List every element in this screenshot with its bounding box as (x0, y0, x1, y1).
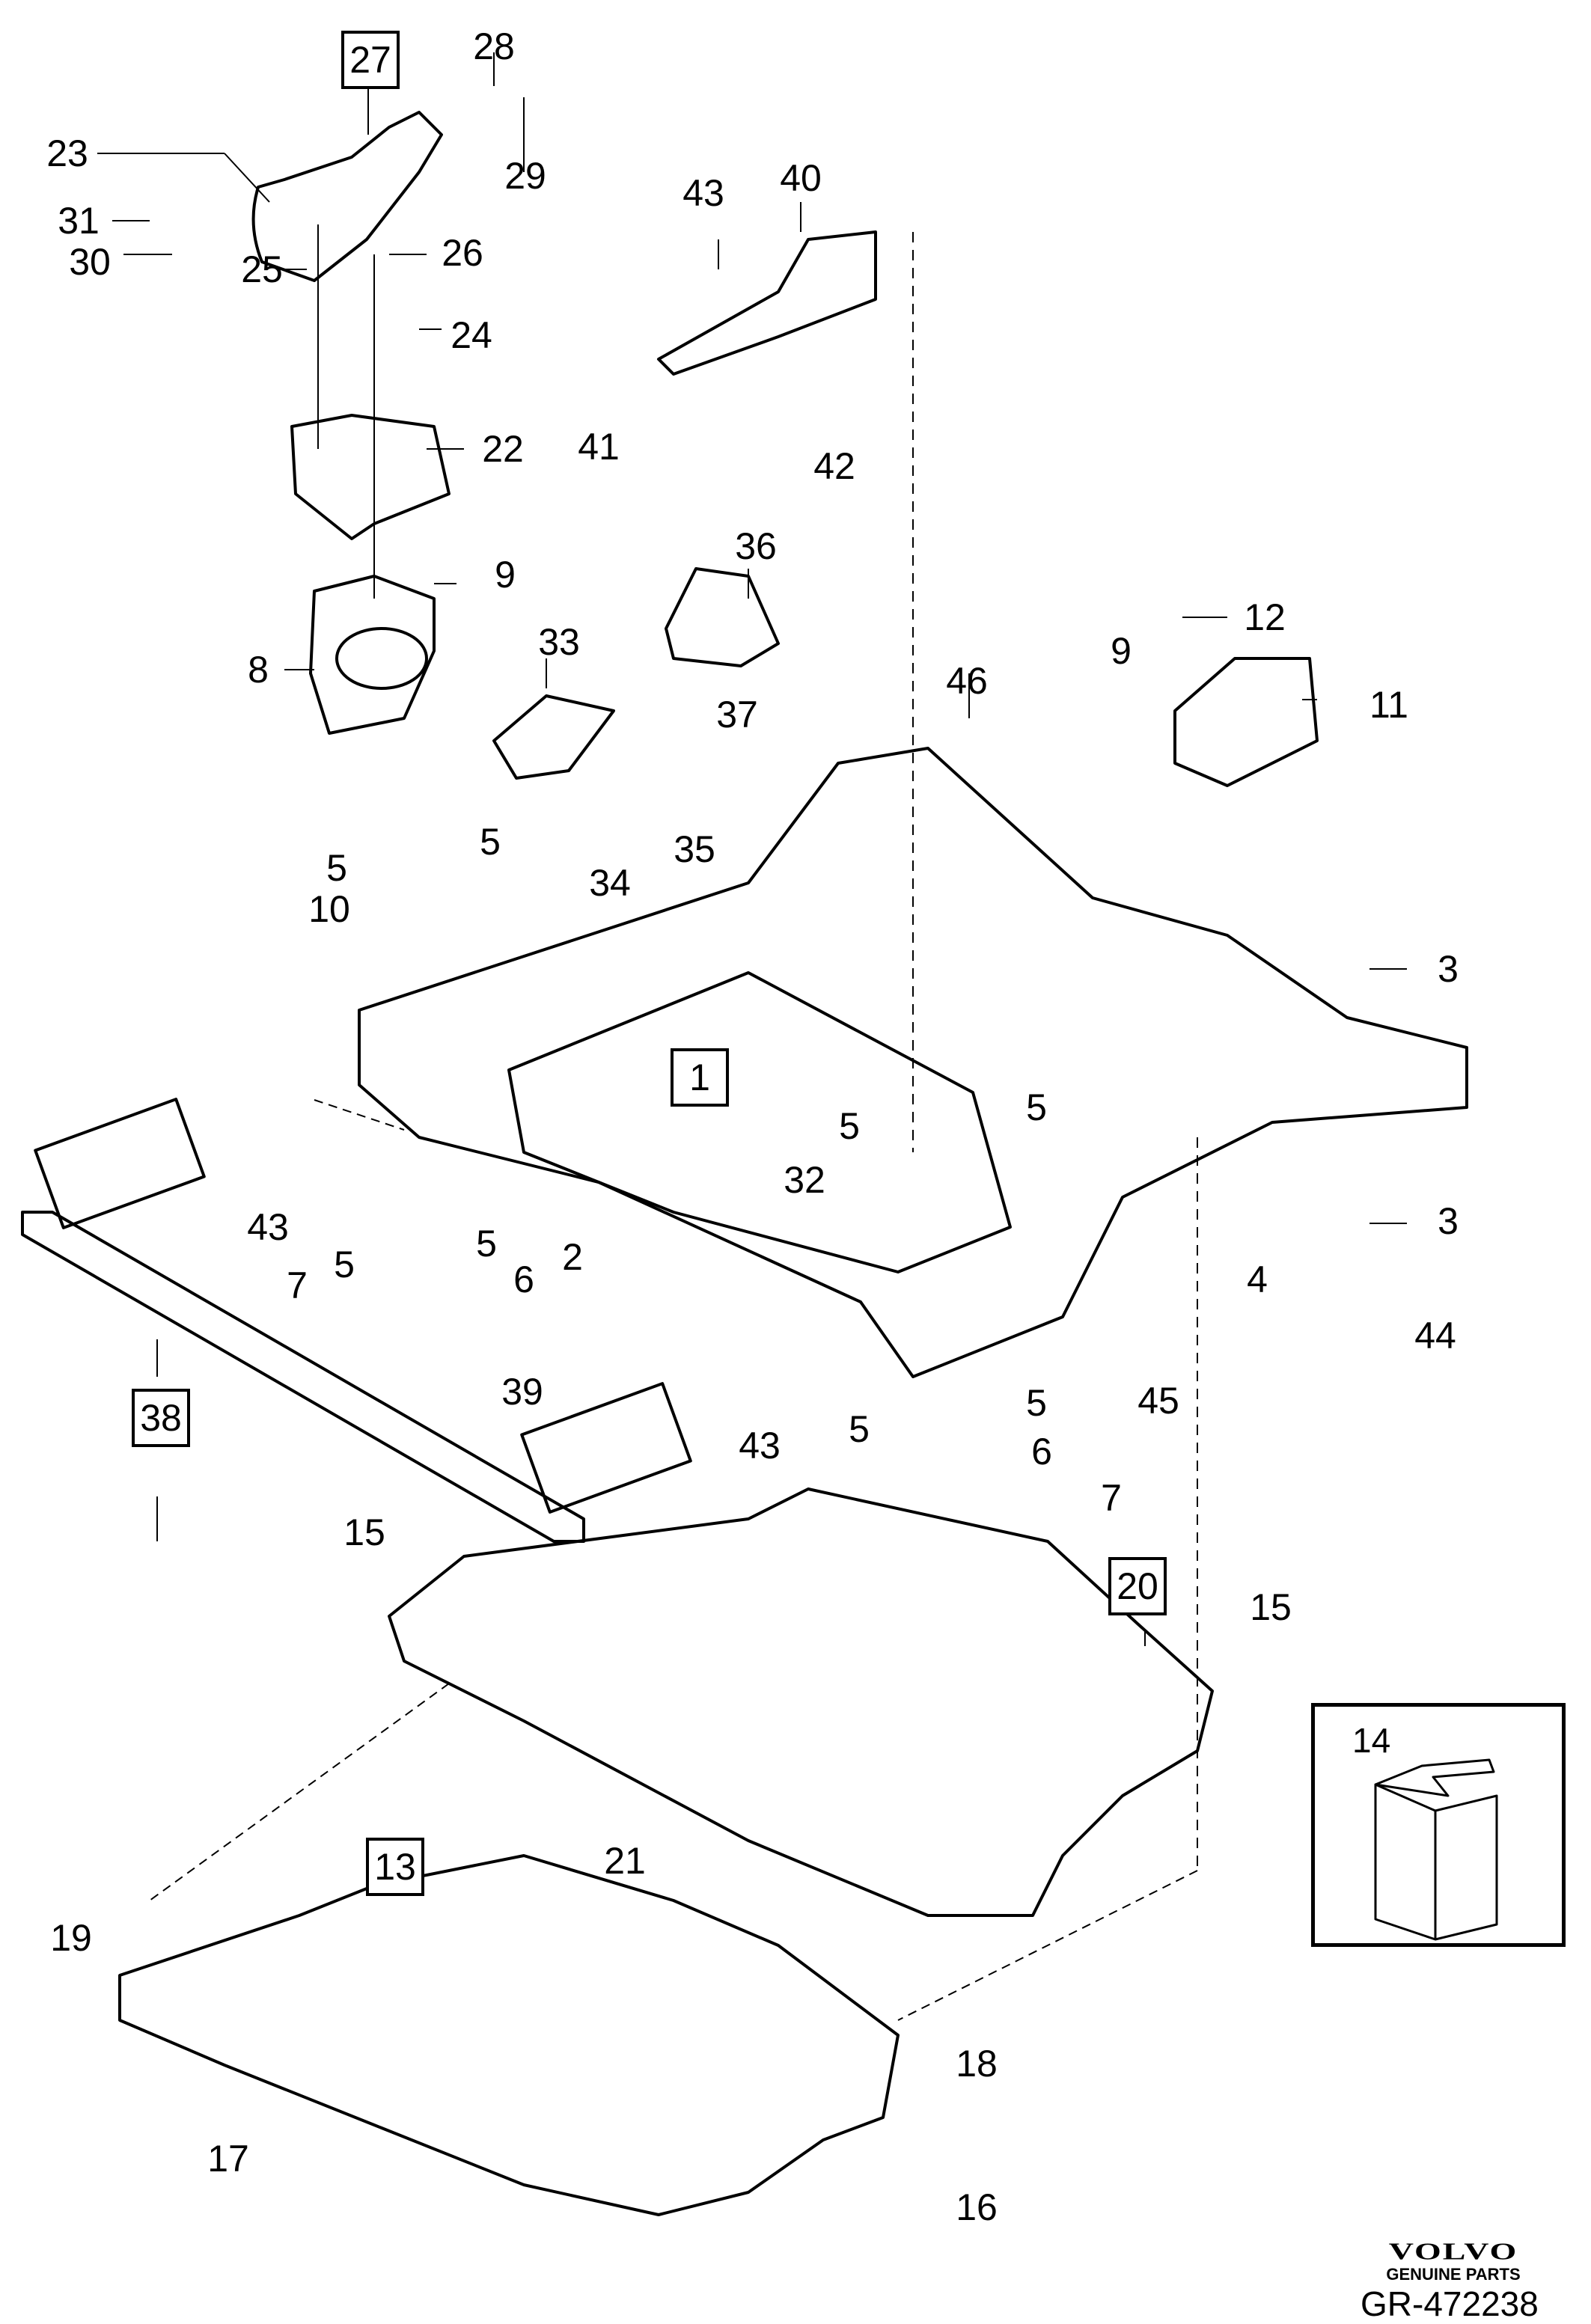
callout-5-c[interactable]: 5 (839, 1105, 860, 1147)
brand-name: VOLVO (1388, 2237, 1518, 2265)
part-1-subframe (358, 747, 1468, 1378)
callout-43-left[interactable]: 43 (247, 1206, 289, 1248)
callout-30[interactable]: 30 (69, 241, 111, 283)
callout-10[interactable]: 10 (308, 888, 350, 930)
callout-6-left[interactable]: 6 (513, 1259, 534, 1300)
part-11-mount (1173, 657, 1319, 787)
callout-6-right[interactable]: 6 (1031, 1431, 1052, 1473)
callout-5-e[interactable]: 5 (334, 1244, 355, 1285)
callout-4[interactable]: 4 (1247, 1259, 1268, 1300)
callout-28[interactable]: 28 (473, 25, 515, 67)
callout-21[interactable]: 21 (604, 1840, 646, 1882)
callout-14[interactable]: 14 (1352, 1721, 1391, 1760)
callout-8[interactable]: 8 (248, 649, 269, 691)
part-40-mount-bracket (657, 230, 877, 376)
callout-16[interactable]: 16 (956, 2186, 998, 2228)
callout-37[interactable]: 37 (716, 694, 758, 736)
callout-13[interactable]: 13 (366, 1838, 424, 1896)
callout-15-right[interactable]: 15 (1250, 1586, 1292, 1628)
callout-23[interactable]: 23 (46, 132, 88, 174)
callout-36[interactable]: 36 (735, 525, 777, 567)
kit-panel: 14 (1311, 1703, 1566, 1947)
callout-29[interactable]: 29 (504, 155, 546, 197)
callout-43-lower[interactable]: 43 (739, 1425, 781, 1467)
callout-18[interactable]: 18 (956, 2043, 998, 2085)
callout-17[interactable]: 17 (207, 2138, 249, 2180)
callout-27[interactable]: 27 (341, 31, 400, 89)
brand-subtitle: GENUINE PARTS (1386, 2265, 1521, 2284)
callout-32[interactable]: 32 (784, 1159, 825, 1201)
callout-9-right[interactable]: 9 (1111, 630, 1132, 672)
callout-19[interactable]: 19 (50, 1917, 92, 1959)
callout-5-a[interactable]: 5 (326, 847, 347, 889)
callout-12[interactable]: 12 (1244, 596, 1286, 638)
part-22-bracket (290, 414, 451, 540)
callout-24[interactable]: 24 (451, 314, 492, 356)
callout-31[interactable]: 31 (58, 200, 100, 242)
callout-3-upper[interactable]: 3 (1438, 948, 1459, 990)
volvo-logo: VOLVO GENUINE PARTS (1371, 2231, 1536, 2284)
callout-9-upper[interactable]: 9 (495, 554, 516, 596)
callout-1[interactable]: 1 (671, 1048, 729, 1107)
part-13-splash-shield (118, 1854, 900, 2216)
callout-40[interactable]: 40 (780, 157, 822, 199)
callout-15-left[interactable]: 15 (343, 1511, 385, 1553)
part-20-splash-shield (388, 1487, 1214, 1917)
callout-3-lower[interactable]: 3 (1438, 1200, 1459, 1242)
callout-42[interactable]: 42 (813, 445, 855, 487)
part-27-torque-rod (251, 111, 443, 282)
callout-44[interactable]: 44 (1414, 1315, 1456, 1357)
callout-45[interactable]: 45 (1137, 1380, 1179, 1422)
callout-46[interactable]: 46 (946, 660, 988, 702)
callout-43-top[interactable]: 43 (682, 172, 724, 214)
callout-41[interactable]: 41 (578, 426, 620, 468)
kit-box-icon (1374, 1758, 1498, 1941)
leader-lines (97, 52, 1407, 2021)
part-8-engine-mount (309, 575, 436, 735)
callout-22[interactable]: 22 (482, 428, 524, 470)
drawing-number: GR-472238 (1361, 2284, 1539, 2323)
callout-5-b[interactable]: 5 (480, 821, 501, 863)
callout-39[interactable]: 39 (501, 1371, 543, 1413)
callout-5-d[interactable]: 5 (1026, 1086, 1047, 1128)
callout-5-g[interactable]: 5 (849, 1408, 870, 1450)
callout-35[interactable]: 35 (674, 828, 715, 870)
callout-5-h[interactable]: 5 (1026, 1382, 1047, 1424)
part-33-plate (492, 694, 615, 780)
callout-2[interactable]: 2 (562, 1236, 583, 1278)
callout-7-right[interactable]: 7 (1101, 1477, 1122, 1519)
callout-26[interactable]: 26 (442, 232, 483, 274)
callout-5-f[interactable]: 5 (476, 1223, 497, 1265)
callout-20[interactable]: 20 (1108, 1557, 1167, 1615)
callout-11[interactable]: 11 (1369, 684, 1408, 726)
callout-33[interactable]: 33 (538, 621, 580, 663)
callout-34[interactable]: 34 (589, 862, 631, 904)
part-38-bumper-beam (21, 1211, 585, 1543)
part-36-bracket (665, 567, 780, 667)
callout-7-left[interactable]: 7 (287, 1265, 308, 1306)
callout-38[interactable]: 38 (132, 1389, 190, 1447)
callout-25[interactable]: 25 (241, 248, 283, 290)
